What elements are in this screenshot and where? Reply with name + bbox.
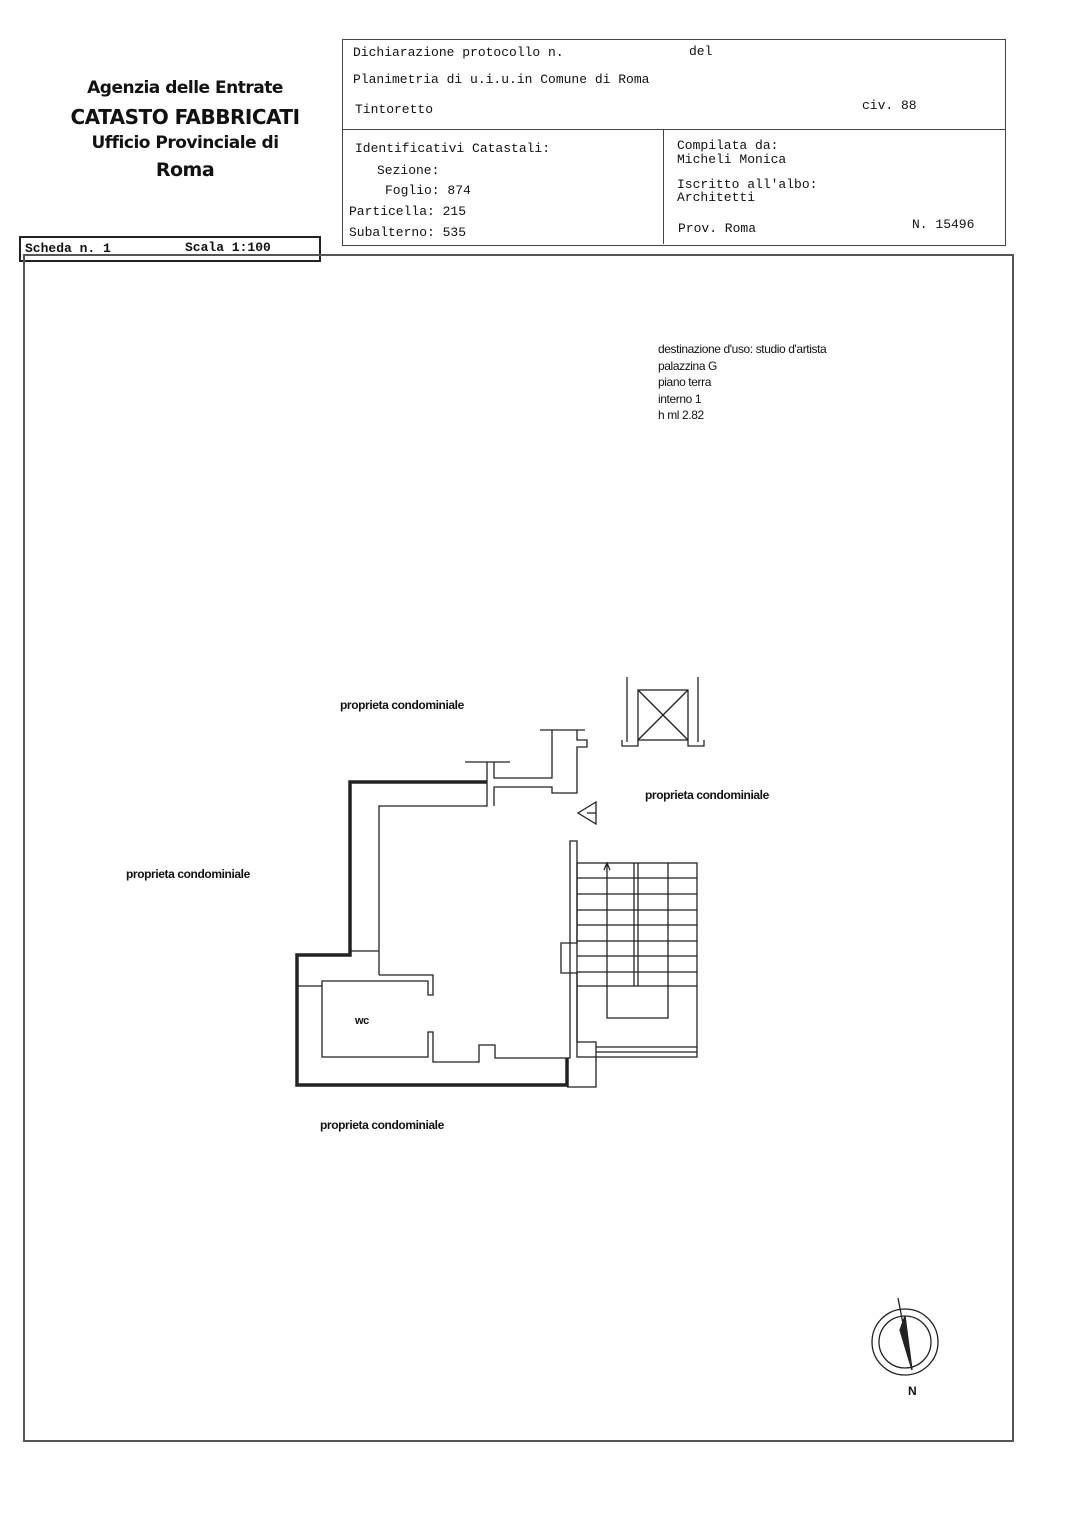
walls [295,729,597,1088]
label-left: proprieta condominiale [126,867,250,881]
north-label: N [908,1384,917,1398]
scale: Scala 1:100 [185,240,271,255]
scheda-box [19,236,321,262]
note-destinazione: destinazione d'uso: studio d'artista [658,342,827,356]
compiler-name: Micheli Monica [677,152,787,167]
note-piano: piano terra [658,375,711,389]
label-bottom: proprieta condominiale [320,1118,444,1132]
label-right: proprieta condominiale [645,788,769,802]
header-box [342,39,1006,246]
divider [343,129,1005,130]
scheda-number: Scheda n. 1 [25,241,111,256]
del-label: del [689,44,713,59]
drawing-frame [23,254,1014,1442]
albo-value: Architetti [677,190,756,205]
office-label: Ufficio Provinciale di [91,133,279,153]
agency-name: Agenzia delle Entrate [87,78,283,98]
identificativi-title: Identificativi Catastali: [355,141,551,156]
note-interno: interno 1 [658,391,702,406]
usage-notes: destinazione d'uso: studio d'artista pal… [658,341,827,424]
sezione: Sezione: [377,163,440,178]
particella: Particella: 215 [349,204,467,219]
entrance-arrow-icon [576,800,597,826]
north-compass-icon [871,1297,939,1376]
albo-label: Iscritto all'albo: [677,177,818,192]
foglio: Foglio: 874 [385,183,471,198]
province: Prov. Roma [678,221,757,236]
staircase [576,861,698,1058]
office-city: Roma [155,159,215,181]
note-altezza: h ml 2.82 [658,408,704,422]
dichiarazione-label: Dichiarazione protocollo n. [353,45,564,60]
civic-number: civ. 88 [862,98,917,113]
subalterno: Subalterno: 535 [349,225,467,240]
label-top: proprieta condominiale [340,698,464,712]
label-wc: wc [355,1015,369,1027]
compilata-label: Compilata da: [677,138,779,153]
street-name: Tintoretto [355,102,434,117]
divider [663,130,664,244]
registration-number: N. 15496 [912,217,975,232]
catasto-title: CATASTO FABBRICATI [70,105,300,129]
elevator [621,677,705,747]
note-palazzina: palazzina G [658,358,717,373]
planimetria-label: Planimetria di u.i.u.in Comune di Roma [353,72,650,87]
